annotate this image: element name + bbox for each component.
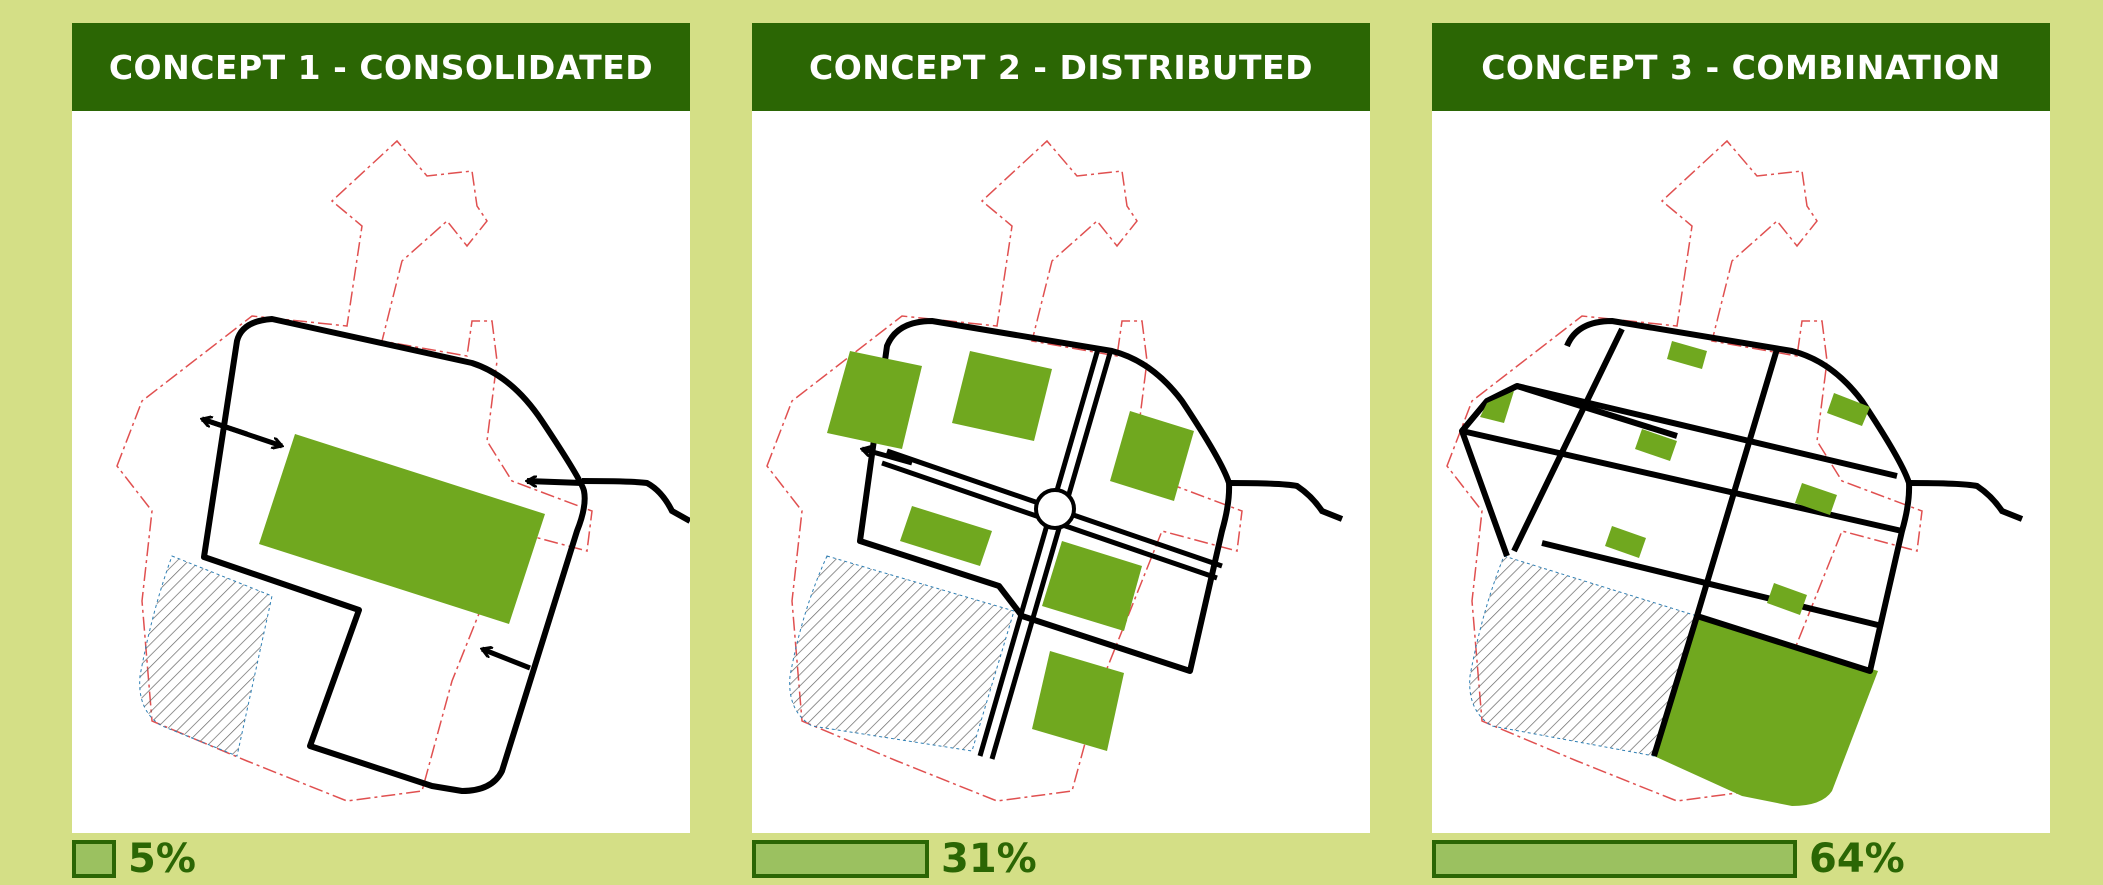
concept-3-percentage-bar <box>1432 840 1797 878</box>
site-boundary <box>1446 139 1923 802</box>
concept-1-panel: CONCEPT 1 - CONSOLIDATED <box>72 23 690 833</box>
concept-1-percentage: 5% <box>72 836 196 882</box>
green-block <box>1605 526 1646 558</box>
concept-2-title: CONCEPT 2 - DISTRIBUTED <box>752 23 1370 111</box>
concept-1-title: CONCEPT 1 - CONSOLIDATED <box>72 23 690 111</box>
green-block <box>1110 411 1194 501</box>
green-block <box>1654 616 1878 806</box>
double-arrow-right <box>201 416 282 446</box>
green-block <box>1795 483 1837 515</box>
concept-3-percentage: 64% <box>1432 836 1905 882</box>
green-block <box>1827 393 1870 426</box>
site-boundary <box>766 139 1243 802</box>
road-loop <box>857 318 1233 674</box>
concept-2-percentage-label: 31% <box>941 836 1037 882</box>
access-road <box>1908 480 2024 522</box>
entry-arrow <box>527 481 583 483</box>
hatched-area <box>139 555 273 757</box>
green-block <box>1032 651 1124 751</box>
access-road <box>581 478 690 524</box>
green-block <box>259 434 545 624</box>
green-block <box>1767 583 1807 615</box>
green-block <box>827 351 922 449</box>
concept-2-diagram <box>752 111 1370 833</box>
concept-1-diagram <box>72 111 690 833</box>
roundabout <box>1034 488 1076 530</box>
green-block <box>900 506 992 566</box>
concept-2-panel: CONCEPT 2 - DISTRIBUTED <box>752 23 1370 833</box>
green-block <box>1667 341 1707 369</box>
concept-2-percentage: 31% <box>752 836 1037 882</box>
side-arrow <box>482 649 531 671</box>
concept-1-percentage-label: 5% <box>128 836 196 882</box>
green-block <box>952 351 1052 441</box>
concept-3-diagram <box>1432 111 2050 833</box>
exit-arrow <box>862 449 913 466</box>
road-loop <box>201 316 588 794</box>
concept-2-percentage-bar <box>752 840 929 878</box>
concept-3-percentage-label: 64% <box>1809 836 1905 882</box>
hatched-area <box>789 555 1015 752</box>
concept-3-title: CONCEPT 3 - COMBINATION <box>1432 23 2050 111</box>
concept-3-panel: CONCEPT 3 - COMBINATION <box>1432 23 2050 833</box>
road-loop <box>1564 318 1913 757</box>
concept-1-percentage-bar <box>72 840 116 878</box>
green-block <box>1480 391 1514 423</box>
access-road <box>1228 480 1344 522</box>
green-block <box>1042 541 1142 631</box>
hatched-area <box>1469 555 1698 757</box>
site-boundary <box>116 139 593 802</box>
green-block <box>1635 429 1677 461</box>
